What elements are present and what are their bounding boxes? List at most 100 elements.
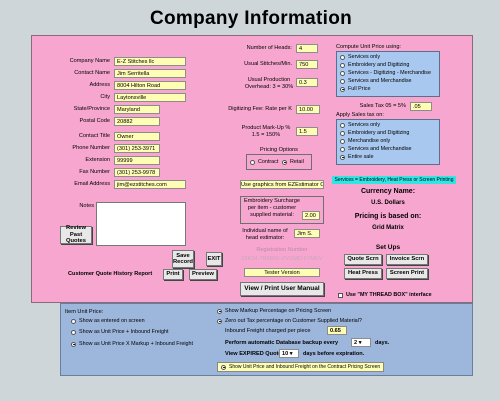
postal-code-label: Postal Code — [79, 118, 110, 124]
show-unit-price-radio[interactable] — [221, 364, 226, 370]
print-button[interactable]: Print — [163, 269, 183, 280]
expired-days-suffix: days before expiration. — [303, 351, 365, 357]
digitizing-fee-field[interactable]: 10.00 — [296, 105, 320, 114]
compute-radio-services-digitizing-merchandise[interactable] — [340, 70, 345, 76]
item-option-markup-freight[interactable]: Show as Unit Price X Markup + Inbound Fr… — [71, 341, 193, 347]
email-field[interactable]: jim@ezstitches.com — [114, 180, 186, 189]
apply-option-services[interactable]: Services only — [340, 122, 380, 128]
compute-option-services[interactable]: Services only — [340, 54, 380, 60]
markup-field[interactable]: 1.5 — [296, 127, 318, 136]
pricing-options-label: Pricing Options — [260, 147, 298, 153]
retail-option[interactable]: Retail — [282, 159, 304, 165]
show-markup-radio[interactable] — [217, 308, 222, 314]
number-of-heads-field[interactable]: 4 — [296, 44, 318, 53]
zero-tax-option[interactable]: Zero out Tax percentage on Customer Supp… — [217, 318, 362, 324]
compute-unit-price-group — [336, 51, 440, 97]
inbound-freight-label: Inbound Freight charged per piece — [225, 328, 311, 334]
compute-option-full-price[interactable]: Full Price — [340, 86, 370, 92]
phone-field[interactable]: (301) 253-3971 — [114, 144, 160, 153]
item-option-plus-freight[interactable]: Show as Unit Price + Inbound Freight — [71, 329, 168, 335]
pricing-based-label: Pricing is based on: — [354, 213, 422, 220]
notes-label: Notes — [79, 203, 94, 209]
item-option-as-entered[interactable]: Show as entered on screen — [71, 318, 145, 324]
item-radio-plus-freight[interactable] — [71, 329, 76, 335]
currency-value: U.S. Dollars — [371, 200, 405, 206]
graphics-option[interactable]: Use graphics from EZEstimator CD. — [240, 180, 324, 189]
registration-number: 22K24-7RMMX-XVGMD-F7MKV — [241, 256, 323, 262]
apply-option-entire-sale[interactable]: Entire sale — [340, 154, 373, 160]
item-unit-price-label: Item Unit Price: — [65, 309, 104, 315]
page-title: Company Information — [150, 8, 353, 29]
usual-spm-field[interactable]: 750 — [296, 60, 318, 69]
company-name-field[interactable]: E-Z Stitches llc — [114, 57, 186, 66]
apply-radio-services-merchandise[interactable] — [340, 146, 345, 152]
compute-radio-services-merchandise[interactable] — [340, 78, 345, 84]
quote-screen-button[interactable]: Quote Scrn — [344, 254, 382, 265]
compute-option-services-digitizing-merchandise[interactable]: Services - Digitizing - Merchandise — [340, 70, 431, 76]
city-field[interactable]: Laytonsville — [114, 93, 186, 102]
thread-box-option[interactable]: Use "MY THREAD BOX" interface — [338, 292, 432, 298]
apply-option-services-merchandise[interactable]: Services and Merchandise — [340, 146, 412, 152]
setups-label: Set Ups — [375, 244, 401, 251]
services-note: Services = Embroidery, Heat Press or Scr… — [332, 176, 456, 184]
review-past-quotes-button[interactable]: Review Past Quotes — [60, 225, 92, 244]
apply-option-embroidery-digitizing[interactable]: Embroidery and Digitizing — [340, 130, 409, 136]
heat-press-button[interactable]: Heat Press — [344, 268, 382, 279]
expired-days-select[interactable]: 10 ▾ — [279, 349, 299, 358]
email-label: Email Address — [74, 181, 110, 187]
extension-field[interactable]: 99999 — [114, 156, 160, 165]
sales-tax-label: Sales Tax 05 = 5% — [359, 103, 406, 109]
estimator-field[interactable]: Jim S. — [294, 229, 320, 238]
sales-tax-field[interactable]: .05 — [410, 102, 432, 111]
compute-option-services-merchandise[interactable]: Services and Merchandise — [340, 78, 412, 84]
pricing-based-value: Grid Matrix — [372, 225, 404, 231]
compute-radio-services[interactable] — [340, 54, 345, 60]
surcharge-field[interactable]: 2.00 — [302, 211, 320, 220]
state-field[interactable]: Maryland — [114, 105, 160, 114]
save-record-button[interactable]: Save Record — [172, 250, 194, 268]
postal-code-field[interactable]: 20882 — [114, 117, 160, 126]
settings-panel: Item Unit Price: Show as entered on scre… — [60, 303, 473, 376]
contact-name-field[interactable]: Jim Serritella — [114, 69, 186, 78]
apply-radio-entire-sale[interactable] — [340, 154, 345, 160]
contact-title-field[interactable]: Owner — [114, 132, 160, 141]
invoice-screen-button[interactable]: Invoice Scrn — [386, 254, 428, 265]
preview-button[interactable]: Preview — [189, 269, 217, 280]
item-radio-as-entered[interactable] — [71, 318, 76, 324]
show-unit-price-option[interactable]: Show Unit Price and Inbound Freight on t… — [217, 362, 385, 372]
inbound-freight-field[interactable]: 0.65 — [327, 326, 347, 335]
contract-option[interactable]: Contract — [250, 159, 278, 165]
contract-radio[interactable] — [250, 159, 255, 165]
screen-print-button[interactable]: Screen Print — [386, 268, 428, 279]
compute-option-embroidery-digitizing[interactable]: Embroidery and Digitizing — [340, 62, 409, 68]
surcharge-label: Embroidery Surcharge per item - customer… — [244, 198, 300, 218]
extension-label: Extension — [85, 157, 110, 163]
apply-option-merchandise[interactable]: Merchandise only — [340, 138, 390, 144]
exit-button[interactable]: EXIT — [206, 252, 222, 266]
thread-box-checkbox[interactable] — [338, 292, 343, 298]
estimator-label: Individual name of head estimator: — [242, 228, 288, 241]
zero-tax-radio[interactable] — [217, 318, 222, 324]
surcharge-frame — [240, 196, 324, 224]
notes-textarea[interactable] — [96, 202, 186, 246]
view-print-manual-button[interactable]: View / Print User Manual — [240, 282, 324, 296]
backup-label: Perform automatic Database backup every — [225, 340, 339, 346]
fax-field[interactable]: (301) 253-9978 — [114, 168, 160, 177]
item-radio-markup-freight[interactable] — [71, 341, 76, 347]
apply-radio-services[interactable] — [340, 122, 345, 128]
overhead-field[interactable]: 0.3 — [296, 78, 318, 87]
address-field[interactable]: 8004 Hilton Road — [114, 81, 186, 90]
backup-days-select[interactable]: 2 ▾ — [351, 338, 371, 347]
apply-radio-embroidery-digitizing[interactable] — [340, 130, 345, 136]
compute-radio-full-price[interactable] — [340, 86, 345, 92]
history-report-label: Customer Quote History Report — [68, 271, 153, 277]
compute-radio-embroidery-digitizing[interactable] — [340, 62, 345, 68]
usual-spm-label: Usual Stitches/Min. — [244, 61, 292, 67]
digitizing-fee-label: Digitizing Fee: Rate per K — [228, 106, 292, 112]
apply-radio-merchandise[interactable] — [340, 138, 345, 144]
retail-radio[interactable] — [282, 159, 287, 165]
contact-name-label: Contact Name — [74, 70, 110, 76]
number-of-heads-label: Number of Heads: — [246, 45, 292, 51]
show-markup-option[interactable]: Show Markup Percentage on Pricing Screen — [217, 308, 331, 314]
expired-quotes-label: View EXPIRED Quotes — [225, 351, 285, 357]
